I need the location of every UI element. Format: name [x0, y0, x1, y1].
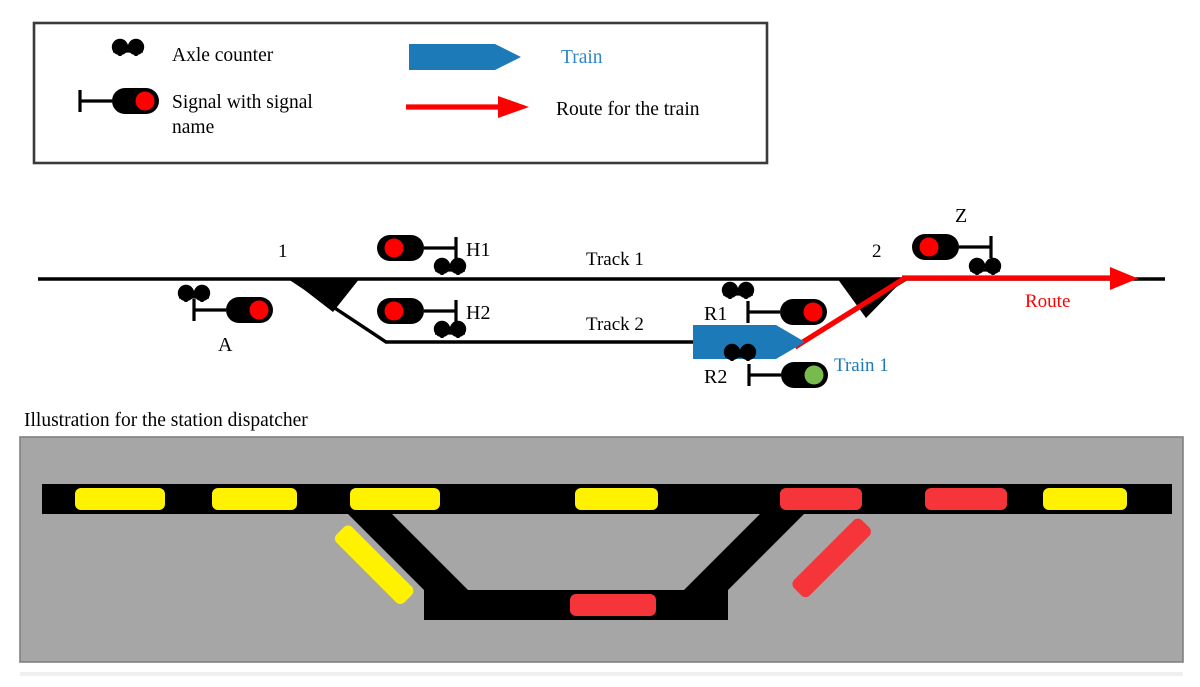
panel-left-branch — [318, 484, 468, 590]
turnout-2-label: 2 — [872, 241, 882, 262]
legend: Axle counter Signal with signal name Tra… — [32, 21, 769, 165]
panel-branch-segments — [334, 518, 871, 604]
axle-counter-H2 — [432, 319, 468, 340]
turnout-1-diverging-rail — [290, 277, 387, 344]
panel-upper-segments — [75, 488, 1127, 510]
legend-signal-icon — [78, 86, 161, 116]
train-1 — [693, 325, 805, 359]
schematic: 1 2 Track 1 Track 2 A — [38, 205, 1165, 390]
panel-right-branch — [684, 484, 834, 590]
panel-lower-segment — [570, 594, 656, 616]
panel-segment-7 — [1043, 488, 1127, 510]
axle-counter-R1 — [720, 280, 756, 301]
turnout-1-blade — [289, 278, 360, 312]
signal-H2: H2 — [375, 296, 490, 326]
dispatcher-panel — [19, 436, 1184, 663]
legend-label-train: Train — [561, 47, 603, 68]
signal-H1-label: H1 — [466, 239, 490, 261]
track-2-label: Track 2 — [586, 314, 644, 335]
panel-left-branch-segment — [334, 525, 414, 604]
panel-segment-4 — [575, 488, 658, 510]
axle-counter-Z — [967, 256, 1003, 277]
signal-R2: R2 — [704, 360, 830, 390]
signal-H1: H1 — [375, 233, 490, 263]
signal-Z-label: Z — [955, 205, 967, 227]
panel-segment-2 — [212, 488, 297, 510]
legend-label-signal-line1: Signal with signal — [172, 92, 313, 113]
route-path — [793, 267, 1138, 350]
signal-A-label: A — [218, 334, 233, 356]
panel-caption: Illustration for the station dispatcher — [24, 410, 308, 431]
panel-right-branch-segment — [792, 518, 871, 598]
panel-background — [19, 436, 1184, 663]
legend-label-route: Route for the train — [556, 99, 700, 120]
signal-R2-label: R2 — [704, 366, 727, 388]
legend-label-signal-line2: name — [172, 117, 214, 138]
panel-segment-5 — [780, 488, 862, 510]
signal-H2-label: H2 — [466, 302, 490, 324]
bottom-separator — [20, 672, 1183, 676]
turnout-1-label: 1 — [278, 241, 288, 262]
signal-R1: R1 — [704, 297, 829, 327]
panel-segment-1 — [75, 488, 165, 510]
legend-route-arrow-icon — [406, 96, 529, 118]
axle-counter-H1 — [432, 256, 468, 277]
signal-R1-label: R1 — [704, 303, 727, 325]
panel-segment-3 — [350, 488, 440, 510]
legend-train-icon — [409, 44, 521, 70]
signal-A: A — [192, 295, 275, 356]
panel-segment-6 — [925, 488, 1007, 510]
route-label: Route — [1025, 291, 1070, 312]
track-1-label: Track 1 — [586, 249, 644, 270]
legend-label-axle-counter: Axle counter — [172, 45, 274, 66]
signal-Z: Z — [910, 205, 993, 262]
train-1-label: Train 1 — [834, 355, 889, 376]
